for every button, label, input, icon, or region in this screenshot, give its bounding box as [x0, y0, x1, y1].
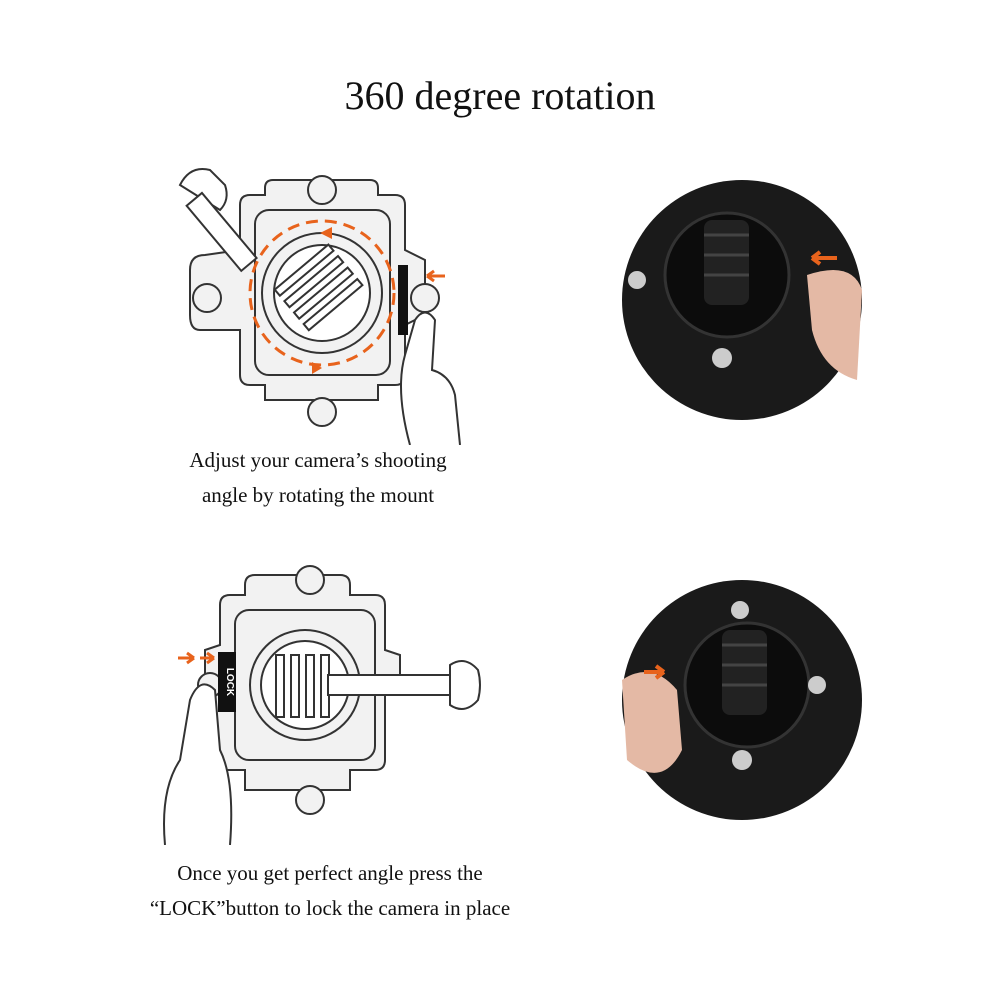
- lock-photo: [622, 580, 862, 820]
- page-title: 360 degree rotation: [344, 73, 656, 118]
- step1-caption-line2: angle by rotating the mount: [201, 483, 435, 507]
- press-arrow-icon: [426, 269, 445, 283]
- step1-caption: Adjust your camera’s shooting angle by r…: [118, 443, 518, 513]
- step2-caption-line1: Once you get perfect angle press the: [177, 861, 483, 885]
- lock-diagram: LOCK: [163, 565, 481, 845]
- hand-icon: [400, 311, 461, 445]
- rotation-diagram: [178, 168, 461, 445]
- hand-icon: [163, 683, 233, 845]
- step2-caption-line2: “LOCK”button to lock the camera in place: [149, 896, 511, 920]
- step1-caption-line1: Adjust your camera’s shooting: [189, 448, 447, 472]
- rotation-arrow-icon: [248, 219, 396, 367]
- press-arrow-icon: [178, 651, 215, 665]
- lock-button: [218, 652, 236, 712]
- step2-caption: Once you get perfect angle press the “LO…: [90, 856, 570, 926]
- rotation-photo: [622, 180, 862, 420]
- lock-label: LOCK: [224, 668, 235, 697]
